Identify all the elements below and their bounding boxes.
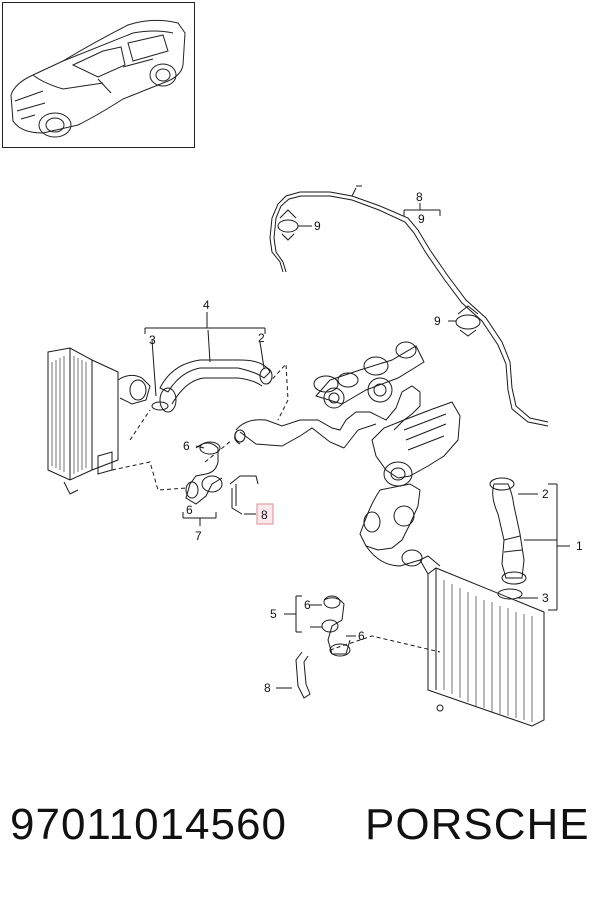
callout-8-lower: 8 bbox=[264, 681, 271, 695]
callout-7: 7 bbox=[195, 529, 202, 543]
intercooler-left bbox=[47, 347, 151, 495]
callout-9-clip-right: 9 bbox=[434, 314, 441, 328]
hose-6-left bbox=[185, 441, 223, 505]
callout-5: 5 bbox=[270, 607, 277, 621]
callout-6-top: 6 bbox=[183, 439, 190, 453]
intercooler-right bbox=[419, 555, 545, 727]
callout-9-top: 9 bbox=[418, 212, 425, 226]
turbo-assembly-lower bbox=[359, 401, 461, 567]
callout-3: 3 bbox=[149, 333, 156, 347]
callout-8-highlight: 8 bbox=[261, 508, 268, 522]
hose-clip-upper bbox=[277, 209, 299, 241]
highlighted-part-marker[interactable] bbox=[256, 503, 274, 525]
exploded-view: 4 3 2 6 6 7 8 8 9 9 9 2 1 3 5 6 6 8 bbox=[47, 185, 583, 727]
vacuum-line-upper bbox=[269, 185, 549, 427]
turbo-assembly-upper bbox=[234, 341, 425, 449]
hose-clip-right bbox=[455, 305, 481, 337]
footer: 97011014560 PORSCHE bbox=[0, 790, 600, 870]
callout-6-lower-left: 6 bbox=[304, 598, 311, 612]
callout-3-right: 3 bbox=[542, 591, 549, 605]
part-number: 97011014560 bbox=[10, 800, 287, 849]
charge-hose-left bbox=[151, 359, 273, 413]
callout-2-right: 2 bbox=[542, 487, 549, 501]
hose-6-lower bbox=[321, 595, 351, 657]
callout-9-clip-left: 9 bbox=[314, 219, 321, 233]
brand-name: PORSCHE bbox=[365, 800, 590, 849]
breather-pipe-8 bbox=[229, 475, 259, 515]
callout-6-mid: 6 bbox=[186, 503, 193, 517]
callout-1: 1 bbox=[576, 539, 583, 553]
car-illustration bbox=[10, 19, 186, 138]
charge-hose-right bbox=[489, 477, 527, 600]
callout-4: 4 bbox=[203, 298, 210, 312]
callout-6-lower-right: 6 bbox=[358, 629, 365, 643]
breather-pipe-8-lower bbox=[295, 651, 311, 699]
vehicle-thumbnail-frame bbox=[2, 2, 195, 148]
callout-8-top: 8 bbox=[416, 190, 423, 204]
callout-2-left: 2 bbox=[258, 331, 265, 345]
